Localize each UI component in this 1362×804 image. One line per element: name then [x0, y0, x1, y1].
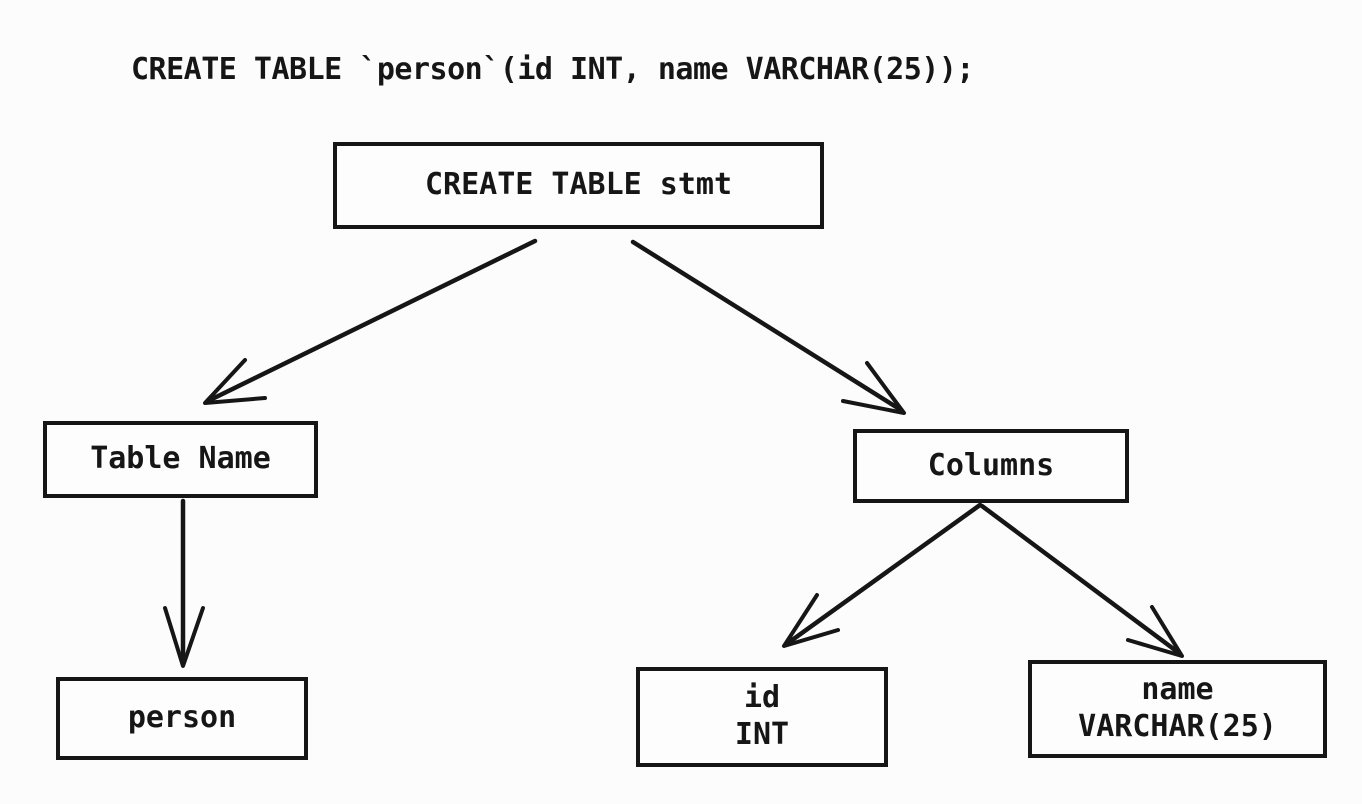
edge-columns-to-id-arrow: [782, 502, 983, 648]
edge-columns-to-name-arrow: [979, 503, 1184, 658]
node-table-name-label: Table Name: [90, 441, 271, 477]
sql-statement-text: CREATE TABLE `person`(id INT, name VARCH…: [131, 52, 974, 87]
edge-table-name-to-person-arrow: [163, 498, 205, 668]
edge-stmt-to-table-name-arrow: [203, 238, 538, 405]
node-column-id-name: id: [743, 680, 781, 716]
node-columns-label: Columns: [927, 447, 1055, 483]
node-person: person: [56, 677, 308, 760]
node-table-name: Table Name: [43, 421, 318, 498]
node-column-name-name: name: [1141, 672, 1214, 708]
node-column-id: id INT: [636, 667, 888, 767]
node-column-name-type: VARCHAR(25): [1078, 709, 1277, 744]
node-person-label: person: [127, 700, 237, 736]
node-columns: Columns: [853, 429, 1129, 503]
node-create-table-stmt-label: CREATE TABLE stmt: [424, 167, 733, 203]
node-column-id-type: INT: [734, 717, 790, 752]
node-column-name: name VARCHAR(25): [1028, 660, 1327, 758]
edge-stmt-to-columns-arrow: [630, 239, 906, 415]
node-create-table-stmt: CREATE TABLE stmt: [333, 142, 824, 229]
